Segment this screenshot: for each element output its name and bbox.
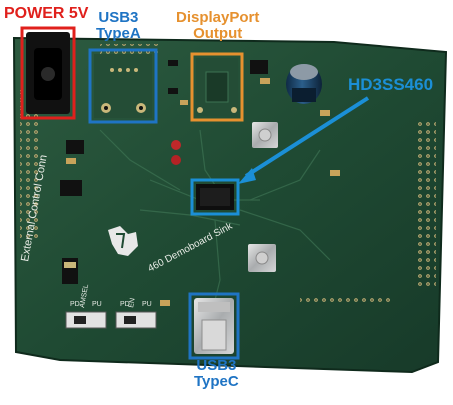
chip-callout-arrow	[238, 96, 370, 184]
displayport-label-line1: DisplayPort	[176, 9, 260, 26]
displayport-label-line2: Output	[193, 24, 243, 42]
usb-typea-label-line1: USB3	[98, 9, 139, 26]
usb-typea-footprint	[94, 54, 152, 118]
usb-typea-label-line2: TypeA	[96, 24, 141, 42]
silk-pu-1: PU	[92, 301, 102, 308]
displayport-callout-box	[190, 52, 244, 122]
silk-en: EN	[128, 298, 137, 309]
push-button-lower	[248, 244, 276, 272]
led-red-1	[171, 140, 181, 150]
led-red-2	[171, 155, 181, 165]
slide-switch-en	[115, 311, 157, 329]
silk-amsel: AMSEL	[79, 284, 90, 309]
slide-switch-amsel	[65, 311, 107, 329]
usb-typec-label: USB3 TypeC	[194, 358, 239, 390]
power-callout-box	[20, 26, 76, 120]
push-button-upper	[252, 122, 278, 148]
usb-typec-callout-box	[188, 292, 240, 360]
silk-pu-2: PU	[142, 301, 152, 308]
silk-pd-2: PD	[120, 301, 130, 308]
power-jack	[26, 32, 70, 114]
electrolytic-capacitor	[286, 64, 322, 104]
chip-callout-box	[190, 178, 240, 216]
jumper	[62, 258, 78, 284]
smd-components	[60, 60, 340, 306]
hd3ss460-chip	[196, 184, 234, 210]
power-label: POWER 5V	[4, 5, 89, 22]
displayport-footprint	[196, 58, 238, 116]
displayport-label: DisplayPort Output	[176, 10, 259, 42]
silk-pd-1: PD	[70, 301, 80, 308]
right-pin-header	[416, 120, 436, 290]
left-pin-header	[20, 90, 38, 240]
usb-typea-label: USB3 TypeA	[96, 10, 141, 42]
usb-typec-label-line1: USB3	[196, 357, 237, 374]
ti-logo	[108, 226, 138, 256]
usb-typea-callout-box	[88, 48, 158, 124]
usb-typec-label-line2: TypeC	[194, 372, 239, 390]
usb-typec-connector	[194, 298, 234, 354]
chip-label: HD3SS460	[348, 75, 434, 94]
bottom-pin-header	[300, 296, 390, 306]
